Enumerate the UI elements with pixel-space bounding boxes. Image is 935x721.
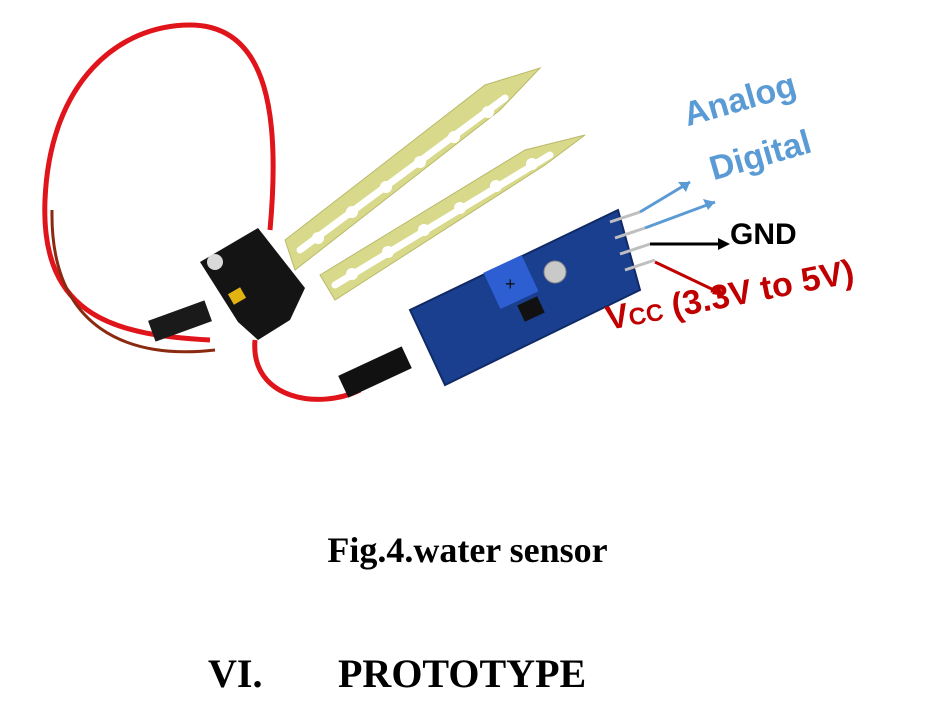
- potentiometer: [483, 254, 539, 310]
- svg-text:+: +: [505, 274, 516, 294]
- vcc-subscript: CC: [626, 298, 666, 332]
- water-sensor-figure: + Analog Digital GND VCC (3.3V to 5V): [42, 22, 857, 402]
- section-title: PROTOTYPE: [338, 651, 587, 696]
- section-number: VI.: [208, 651, 263, 696]
- pin-label-gnd: GND: [730, 218, 797, 251]
- red-wire-loop: [42, 22, 276, 343]
- section-heading: VI. PROTOTYPE: [208, 650, 586, 697]
- sensor-illustration: +: [42, 22, 730, 402]
- probe-head: [200, 228, 305, 340]
- probe-connector: [148, 300, 212, 342]
- figure-caption: Fig.4.water sensor: [327, 530, 608, 570]
- module-connector: [338, 346, 412, 398]
